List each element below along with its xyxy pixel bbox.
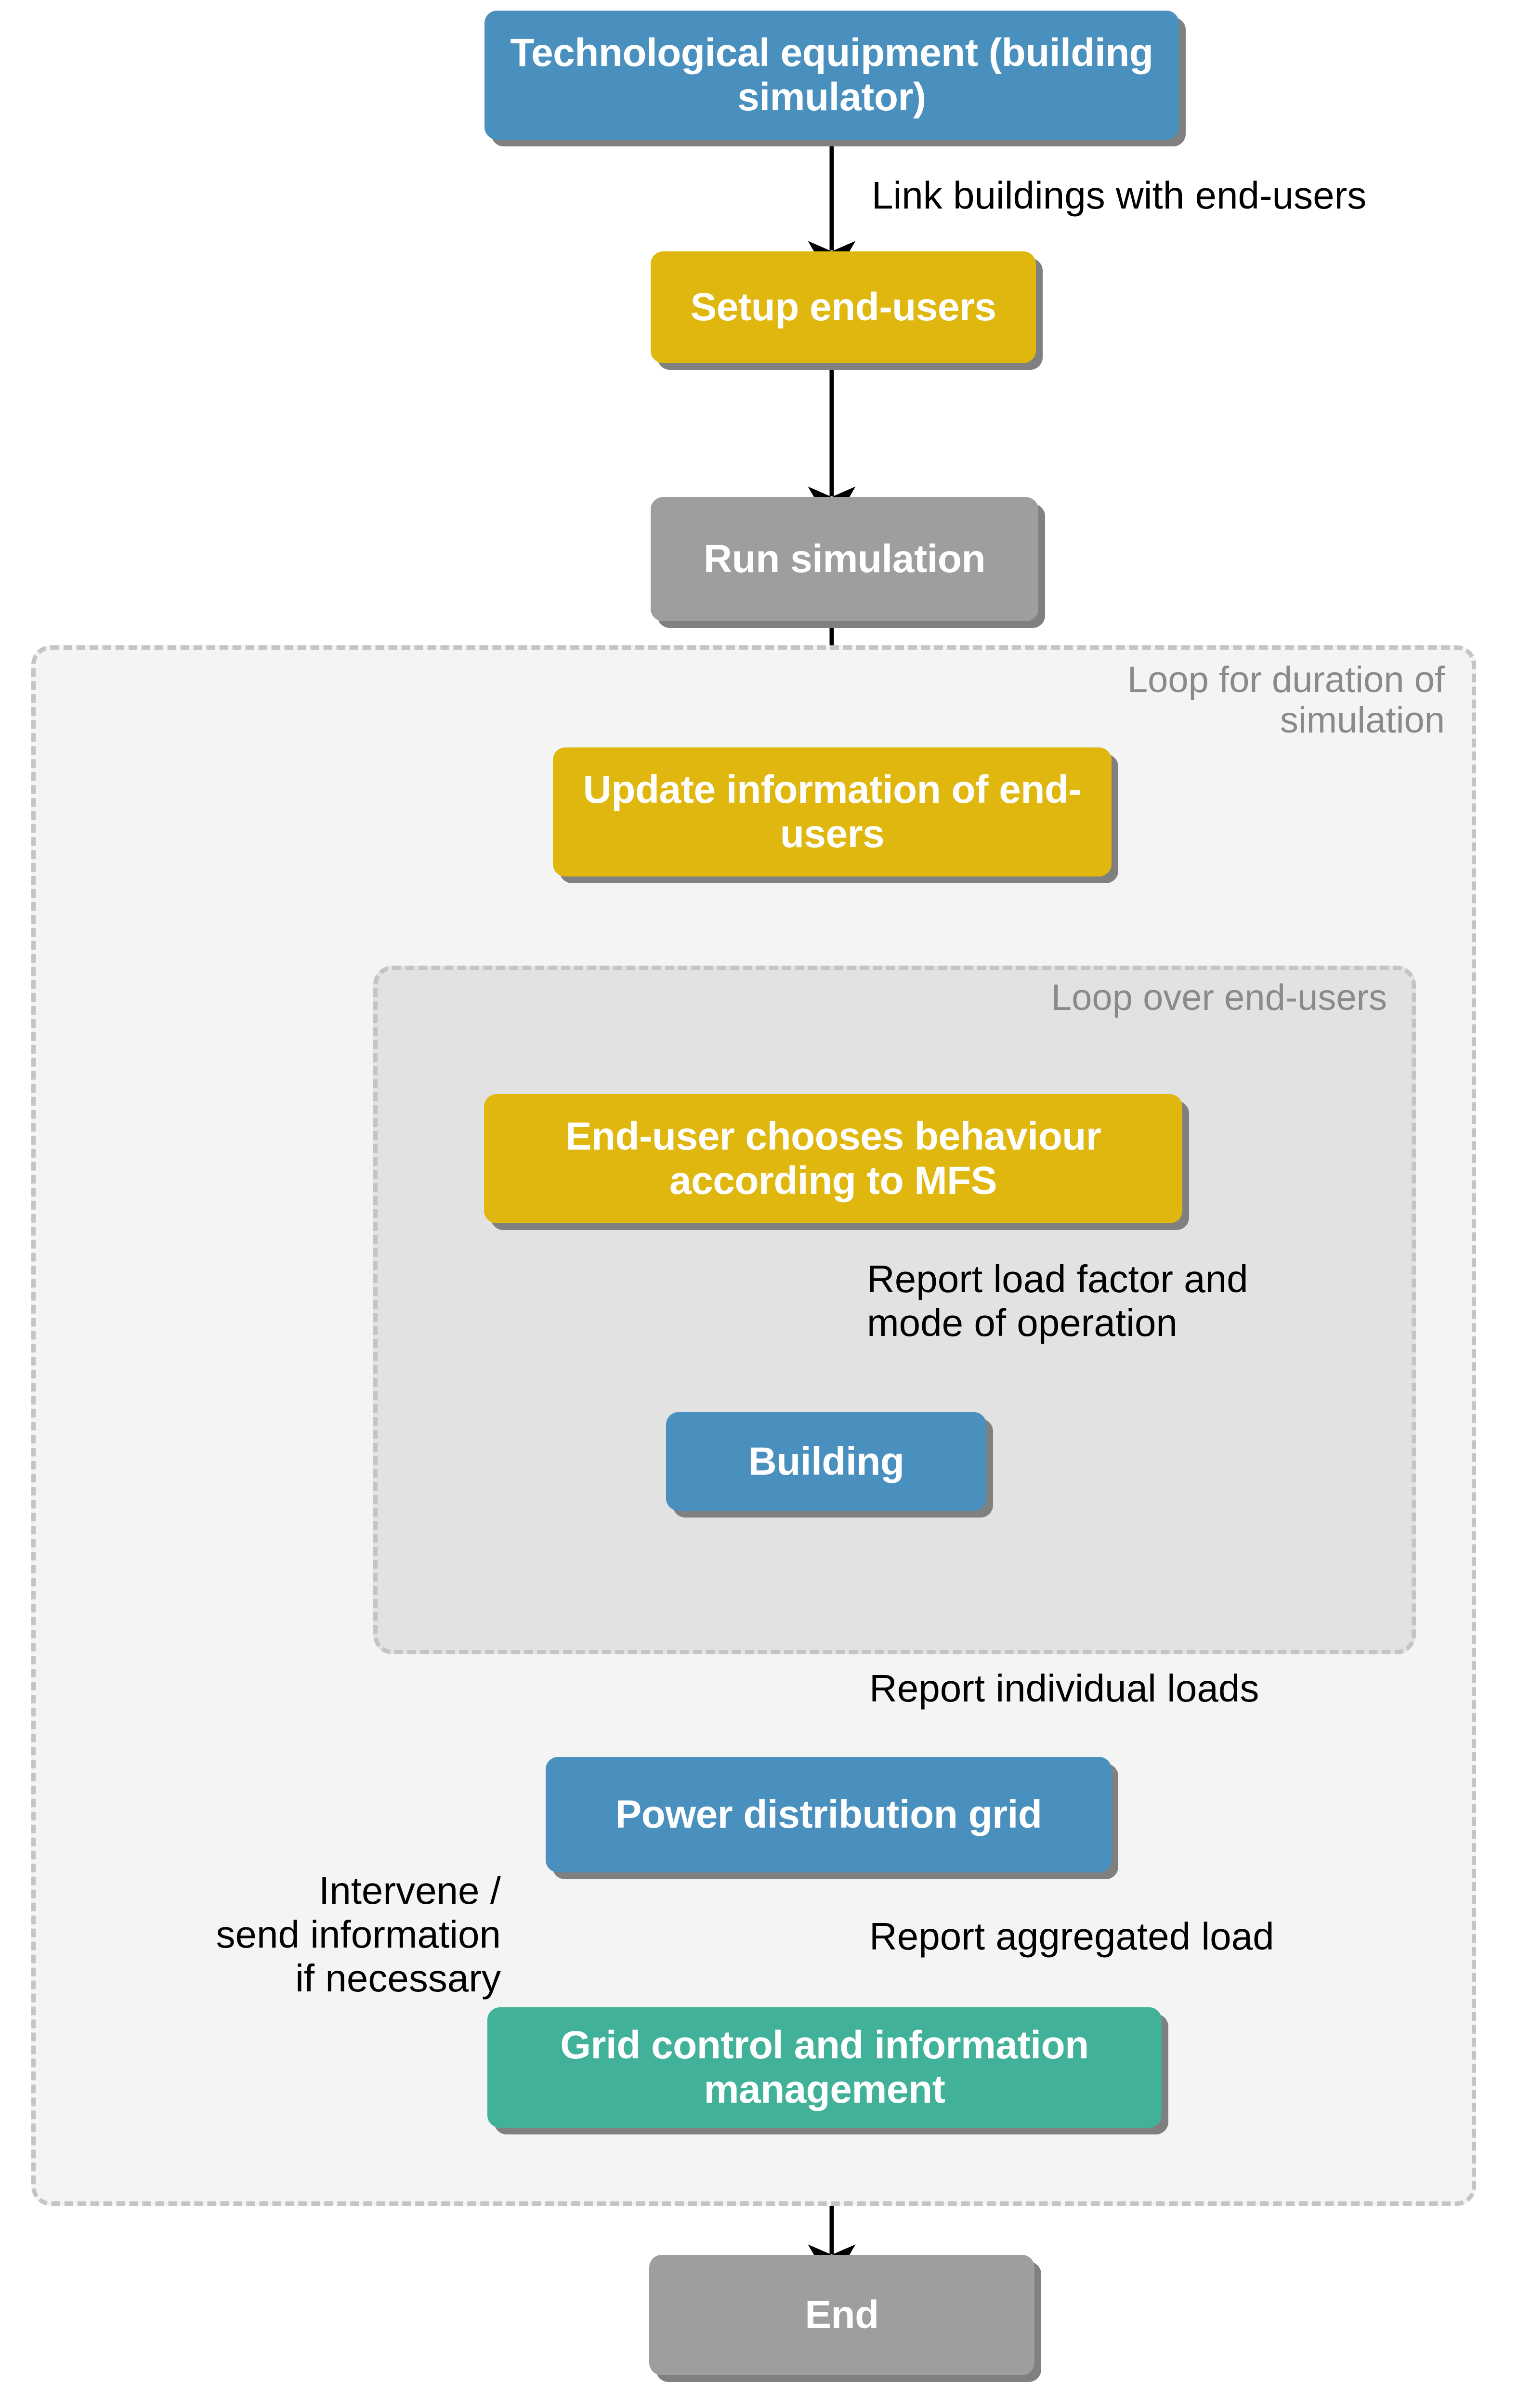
loop-title-end-users: Loop over end-users xyxy=(1051,977,1387,1018)
node-power-distribution-grid[interactable]: Power distribution grid xyxy=(546,1757,1112,1872)
loop-title-simulation-duration: Loop for duration of simulation xyxy=(1127,659,1445,741)
edge-label-link-buildings: Link buildings with end-users xyxy=(872,174,1367,217)
loop-container-end-users xyxy=(373,966,1416,1654)
node-run-simulation[interactable]: Run simulation xyxy=(651,497,1038,621)
edge-label-intervene-send-information: Intervene / send information if necessar… xyxy=(216,1869,501,2000)
node-tech-equipment[interactable]: Technological equipment (building simula… xyxy=(484,11,1179,140)
edge-label-report-load-factor: Report load factor and mode of operation xyxy=(867,1257,1248,1345)
node-update-information[interactable]: Update information of end-users xyxy=(553,747,1112,877)
node-grid-control-information-management[interactable]: Grid control and information management xyxy=(487,2007,1162,2128)
node-setup-end-users[interactable]: Setup end-users xyxy=(651,251,1036,363)
edge-label-report-individual-loads: Report individual loads xyxy=(869,1667,1259,1710)
node-end-user-chooses-behaviour[interactable]: End-user chooses behaviour according to … xyxy=(484,1094,1182,1223)
node-building[interactable]: Building xyxy=(666,1412,986,1511)
node-end[interactable]: End xyxy=(649,2255,1034,2375)
edge-label-report-aggregated-load: Report aggregated load xyxy=(869,1915,1274,1958)
